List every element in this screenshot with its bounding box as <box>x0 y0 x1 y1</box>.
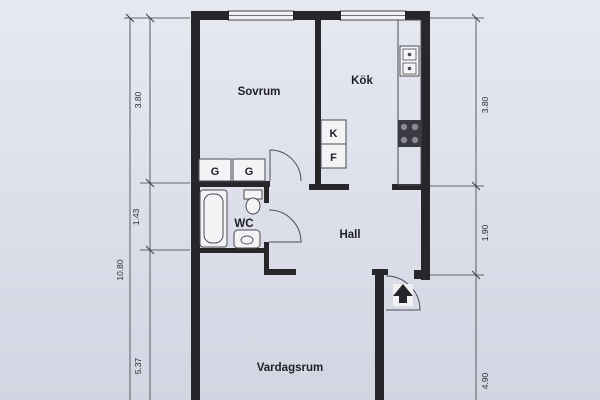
wardrobe-label-1: G <box>211 166 220 178</box>
wardrobes <box>198 158 266 182</box>
wardrobe-label-2: G <box>245 166 254 178</box>
left-dimension-lines <box>124 13 190 400</box>
fridge-label: K <box>330 128 338 140</box>
room-label-wc: WC <box>234 218 253 230</box>
right-dimension-lines <box>430 13 484 400</box>
dim-left-top: 3.80 <box>133 91 143 108</box>
dim-left-bottom: 5.37 <box>133 357 143 374</box>
dim-left-mid: 1.43 <box>131 208 141 225</box>
fridge-freezer <box>320 119 347 169</box>
kitchen-fixtures <box>397 19 422 186</box>
dim-right-bottom: 4.90 <box>480 372 490 389</box>
bathroom-fixtures <box>199 189 263 249</box>
dim-right-top: 3.80 <box>480 96 490 113</box>
dim-left-total: 10.80 <box>115 259 125 281</box>
walls <box>191 11 430 400</box>
room-label-vardagsrum: Vardagsrum <box>257 362 323 374</box>
room-label-kok: Kök <box>351 75 373 87</box>
freezer-label: F <box>330 152 337 164</box>
entrance-arrow-icon <box>393 284 413 306</box>
room-label-hall: Hall <box>339 229 360 241</box>
room-label-sovrum: Sovrum <box>238 86 281 98</box>
dim-right-mid: 1.90 <box>480 224 490 241</box>
